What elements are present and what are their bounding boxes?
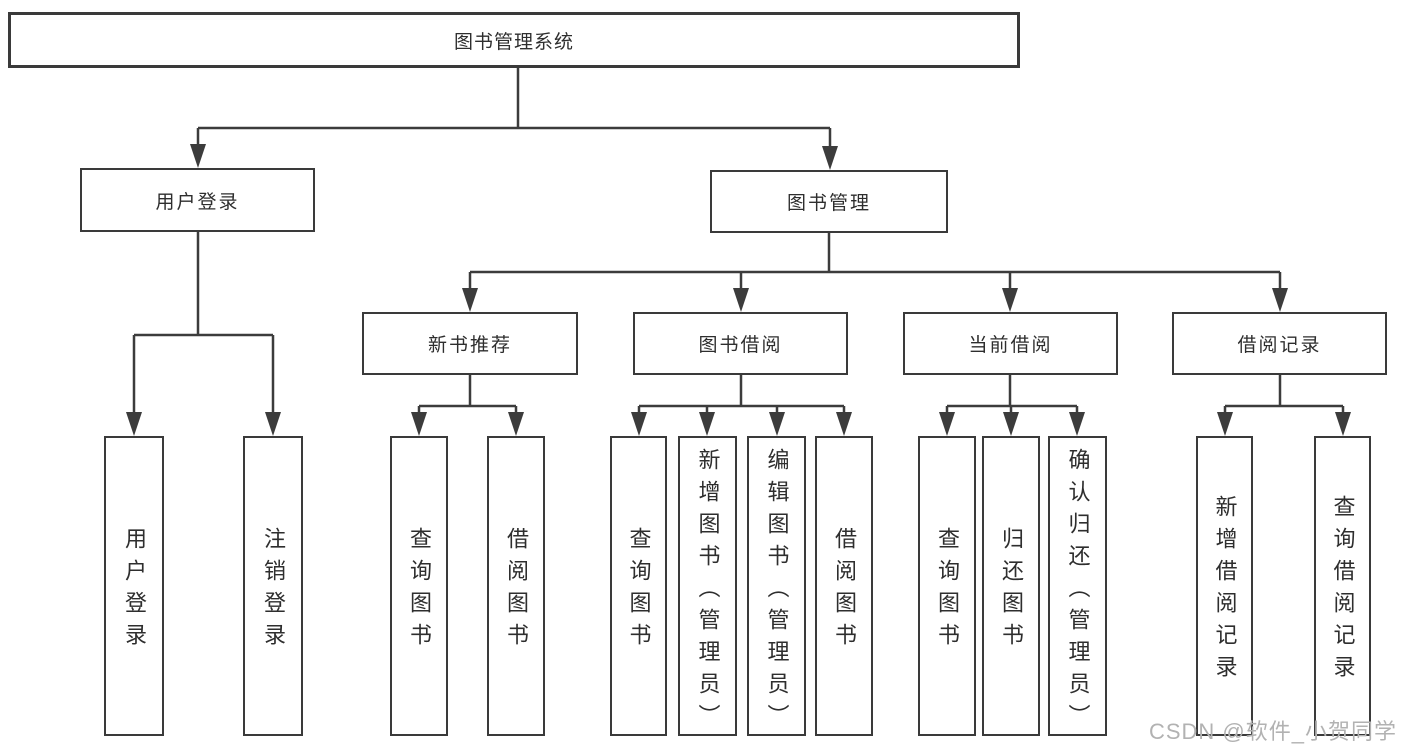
node-current-borrowing: 当前借阅	[903, 312, 1118, 375]
watermark: CSDN @软件_小贺同学	[1148, 719, 1397, 744]
arrowheads	[126, 144, 1351, 436]
leaf-logout-login: 注销登录	[243, 436, 303, 736]
leaf-return-books: 归还图书	[982, 436, 1040, 736]
leaf-query-books-borrowing: 查询图书	[610, 436, 667, 736]
node-user-login: 用户登录	[80, 168, 315, 232]
leaf-add-borrow-record: 新增借阅记录	[1196, 436, 1253, 736]
leaf-borrow-books-recommend: 借阅图书	[487, 436, 545, 736]
node-book-borrowing: 图书借阅	[633, 312, 848, 375]
leaf-query-books-current: 查询图书	[918, 436, 976, 736]
node-root: 图书管理系统	[8, 12, 1020, 68]
leaf-edit-books-admin: 编辑图书（管理员）	[747, 436, 806, 736]
node-new-book-recommendation: 新书推荐	[362, 312, 578, 375]
leaf-add-books-admin: 新增图书（管理员）	[678, 436, 737, 736]
leaf-user-login: 用户登录	[104, 436, 164, 736]
leaf-borrow-books-borrowing: 借阅图书	[815, 436, 873, 736]
leaf-query-borrow-record: 查询借阅记录	[1314, 436, 1371, 736]
node-borrowing-records: 借阅记录	[1172, 312, 1387, 375]
leaf-confirm-return-admin: 确认归还（管理员）	[1048, 436, 1107, 736]
node-book-management: 图书管理	[710, 170, 948, 233]
leaf-query-books-recommend: 查询图书	[390, 436, 448, 736]
